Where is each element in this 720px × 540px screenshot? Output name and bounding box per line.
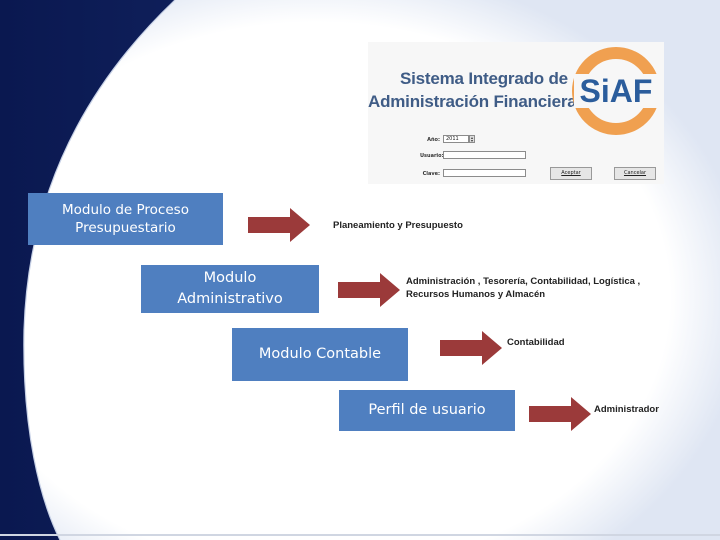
user-label: Usuario: bbox=[420, 153, 444, 159]
user-profile-box: Perfil de usuario bbox=[339, 390, 515, 431]
key-label: Clave: bbox=[422, 171, 440, 177]
cancel-button[interactable]: Cancelar bbox=[614, 167, 656, 180]
module-accounting-description: Contabilidad bbox=[507, 337, 565, 348]
key-field[interactable] bbox=[443, 169, 526, 177]
arrow-right-icon bbox=[338, 273, 400, 307]
siaf-logo-text: SiAF bbox=[580, 73, 653, 109]
arrow-right-icon bbox=[440, 331, 502, 365]
module-administrative-description: Administración , Tesorería, Contabilidad… bbox=[406, 276, 641, 300]
module-budget-process-box: Modulo de Proceso Presupuestario bbox=[28, 193, 223, 245]
siaf-title-line2: Administración Financiera bbox=[368, 92, 577, 111]
siaf-logo-icon: SiAF bbox=[572, 47, 660, 135]
siaf-login-panel: Sistema Integrado de Administración Fina… bbox=[368, 42, 664, 184]
module-administrative-box: Modulo Administrativo bbox=[141, 265, 319, 313]
year-label: Año: bbox=[427, 137, 440, 143]
module-budget-process-description: Planeamiento y Presupuesto bbox=[333, 220, 463, 231]
module-accounting-box: Modulo Contable bbox=[232, 328, 408, 381]
siaf-title-line1: Sistema Integrado de bbox=[400, 69, 568, 88]
arrow-right-icon bbox=[529, 397, 591, 431]
year-field[interactable]: 2011 bbox=[443, 135, 469, 143]
user-field[interactable] bbox=[443, 151, 526, 159]
arrow-right-icon bbox=[248, 208, 310, 242]
year-spinner[interactable]: ▴▾ bbox=[469, 135, 475, 143]
user-profile-description: Administrador bbox=[594, 404, 659, 415]
accept-button[interactable]: Aceptar bbox=[550, 167, 592, 180]
